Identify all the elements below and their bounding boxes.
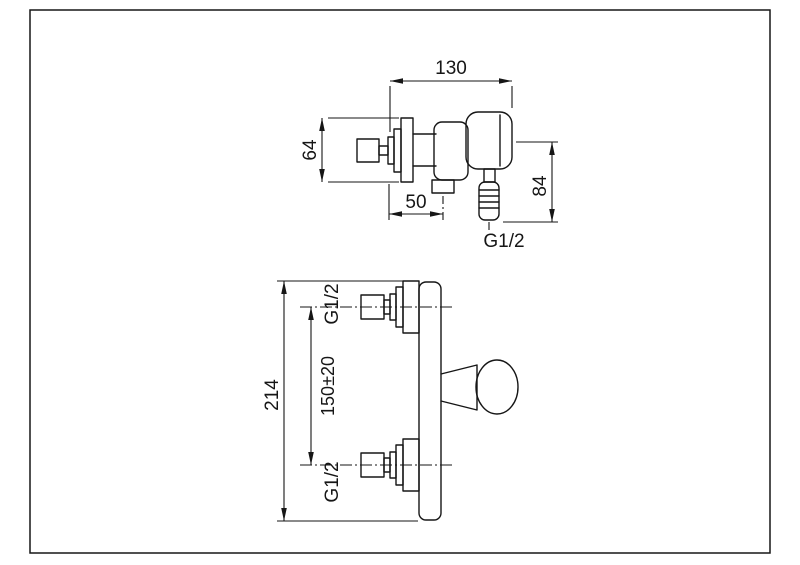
side-view-arrowheads bbox=[319, 78, 555, 222]
handle bbox=[440, 359, 519, 415]
body-column bbox=[418, 281, 442, 521]
inlet-thread-bottom-label: G1/2 bbox=[322, 461, 343, 502]
front-view bbox=[360, 280, 519, 521]
sheet-border bbox=[29, 9, 771, 554]
dim-outlet-offset-label: 50 bbox=[405, 192, 426, 213]
dim-width-label: 130 bbox=[435, 58, 467, 79]
side-view-labels: 130 64 50 84 G1/2 bbox=[300, 58, 551, 252]
inlet-thread-top-label: G1/2 bbox=[322, 283, 343, 324]
dim-inlet-spacing-label: 150±20 bbox=[318, 356, 338, 416]
centerlines bbox=[300, 306, 452, 466]
front-view-dimensions bbox=[277, 280, 418, 522]
side-view bbox=[356, 111, 513, 221]
front-view-labels: G1/2 150±20 214 G1/2 bbox=[262, 283, 343, 502]
front-view-arrowheads bbox=[281, 281, 314, 521]
dim-handle-drop-label: 84 bbox=[530, 175, 551, 197]
escutcheon-bell bbox=[387, 117, 414, 183]
wall-union-nut bbox=[356, 138, 389, 163]
shower-outlet bbox=[478, 168, 500, 221]
dim-overall-height-label: 214 bbox=[262, 379, 283, 411]
dim-escutcheon-height-label: 64 bbox=[300, 139, 321, 161]
outlet-thread-label: G1/2 bbox=[483, 231, 524, 252]
mixer-body bbox=[412, 111, 513, 194]
